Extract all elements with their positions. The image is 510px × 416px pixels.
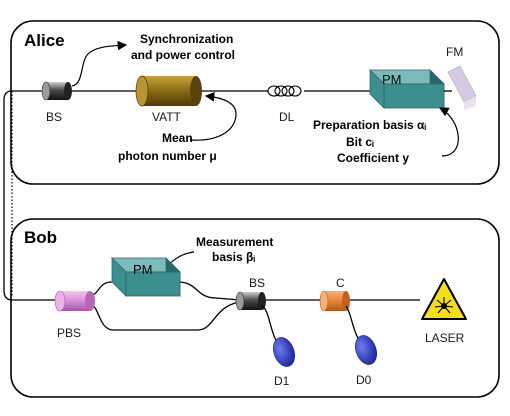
meas-label-1: Measurement <box>196 235 273 249</box>
preparation-arrow <box>438 107 459 157</box>
alice-title: Alice <box>24 31 65 50</box>
alice-bs-label: BS <box>46 110 62 124</box>
meas-label-2: basis βᵢ <box>212 250 255 264</box>
pbs-label: PBS <box>57 326 81 340</box>
mean-photon-arrow <box>189 92 237 141</box>
d1-label: D1 <box>274 374 290 388</box>
bob-phase-modulator <box>111 257 181 297</box>
laser-label: LASER <box>425 331 465 345</box>
alice-beam-splitter <box>41 81 72 101</box>
faraday-mirror <box>447 65 477 110</box>
prep-label-1: Preparation basis αᵢ <box>313 118 426 132</box>
bob-panel <box>10 218 500 398</box>
mean-label-2: photon number μ <box>118 149 217 163</box>
laser-warning-icon <box>421 278 467 320</box>
mean-label-1: Mean <box>162 131 193 145</box>
detector-d0 <box>354 335 378 365</box>
bob-bs-label: BS <box>249 276 265 290</box>
alice-panel <box>10 20 500 185</box>
bob-title: Bob <box>24 228 57 247</box>
dl-label: DL <box>279 110 295 124</box>
fm-label: FM <box>446 45 463 59</box>
bob-beam-splitter <box>235 291 266 311</box>
detector-d1 <box>272 337 296 367</box>
vatt-label: VATT <box>152 110 182 124</box>
circulator <box>319 290 350 312</box>
alice-phase-modulator <box>369 69 445 109</box>
delay-line <box>267 85 302 97</box>
polarizing-beam-splitter <box>54 290 95 312</box>
bob-pm-label: PM <box>133 262 153 277</box>
prep-label-2: Bit cᵢ <box>346 135 374 149</box>
circulator-label: C <box>336 276 345 290</box>
d0-label: D0 <box>356 373 372 387</box>
sync-label-1: Synchronization <box>140 32 233 46</box>
bob-fiber <box>12 281 420 331</box>
prep-label-3: Coefficient y <box>337 151 409 165</box>
sync-arrow <box>71 40 128 87</box>
sync-label-2: and power control <box>131 48 235 62</box>
vatt-attenuator <box>135 75 202 107</box>
alice-pm-label: PM <box>382 72 402 87</box>
